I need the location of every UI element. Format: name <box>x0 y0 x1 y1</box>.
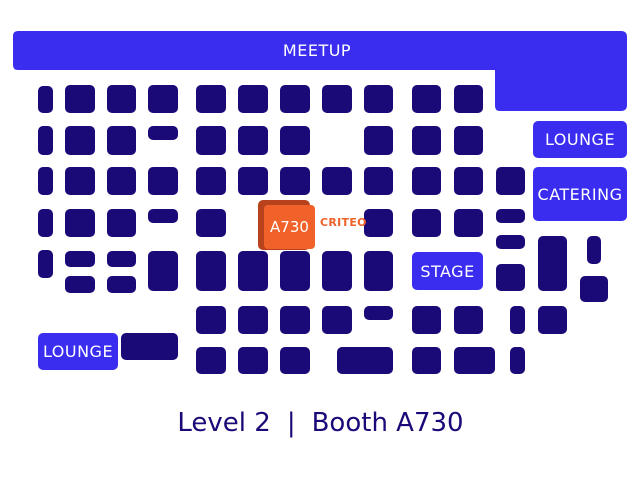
meetup-label: MEETUP <box>282 41 352 60</box>
booth[interactable] <box>107 209 136 237</box>
booth[interactable] <box>148 251 178 291</box>
booth[interactable] <box>38 209 53 237</box>
highlighted-booth[interactable]: A730 <box>258 200 315 250</box>
booth[interactable] <box>238 126 268 155</box>
booth[interactable] <box>364 251 393 291</box>
booth[interactable] <box>107 276 136 293</box>
booth[interactable] <box>538 236 567 291</box>
booth[interactable] <box>280 347 310 374</box>
booth[interactable] <box>196 85 226 113</box>
booth[interactable] <box>496 209 525 223</box>
booth[interactable] <box>238 347 268 374</box>
booth[interactable] <box>412 126 441 155</box>
booth[interactable] <box>107 126 136 155</box>
booth[interactable] <box>454 347 495 374</box>
booth[interactable] <box>65 126 95 155</box>
booth[interactable] <box>538 306 567 334</box>
booth[interactable] <box>65 209 95 237</box>
booth[interactable] <box>148 126 178 140</box>
booth[interactable] <box>454 306 483 334</box>
booth[interactable] <box>121 333 178 360</box>
booth[interactable] <box>412 306 441 334</box>
catering-zone[interactable]: CATERING <box>533 167 627 221</box>
booth[interactable] <box>196 167 226 195</box>
booth[interactable] <box>454 209 483 237</box>
separator: | <box>286 408 296 438</box>
booth[interactable] <box>38 250 53 278</box>
booth[interactable] <box>364 85 393 113</box>
booth[interactable] <box>454 167 483 195</box>
lounge-zone-left[interactable]: LOUNGE <box>38 333 118 370</box>
booth[interactable] <box>196 347 226 374</box>
criteo-logo: CRITEO <box>320 216 367 229</box>
booth[interactable] <box>107 251 136 267</box>
booth[interactable] <box>322 251 352 291</box>
booth[interactable] <box>65 251 95 267</box>
booth[interactable] <box>412 347 441 374</box>
booth[interactable] <box>280 167 310 195</box>
booth[interactable] <box>364 126 393 155</box>
booth[interactable] <box>280 85 310 113</box>
booth[interactable] <box>280 126 310 155</box>
booth[interactable] <box>280 306 310 334</box>
booth[interactable] <box>364 209 393 237</box>
booth[interactable] <box>496 264 525 291</box>
booth[interactable] <box>148 85 178 113</box>
lounge-zone-right[interactable]: LOUNGE <box>533 121 627 158</box>
booth[interactable] <box>196 251 226 291</box>
booth[interactable] <box>412 209 441 237</box>
booth[interactable] <box>322 167 352 195</box>
booth[interactable] <box>38 86 53 113</box>
booth[interactable] <box>322 85 352 113</box>
booth[interactable] <box>148 167 178 195</box>
booth-number: Booth A730 <box>311 408 464 438</box>
level-label: Level 2 <box>177 408 271 438</box>
booth[interactable] <box>238 306 268 334</box>
booth[interactable] <box>196 209 226 237</box>
booth-label: A730 <box>264 205 315 249</box>
booth[interactable] <box>580 276 608 302</box>
booth[interactable] <box>38 126 53 155</box>
footer-caption: Level 2 | Booth A730 <box>0 408 641 438</box>
booth[interactable] <box>510 347 525 374</box>
booth[interactable] <box>107 167 136 195</box>
booth[interactable] <box>238 167 268 195</box>
booth[interactable] <box>65 167 95 195</box>
booth[interactable] <box>107 85 136 113</box>
booth[interactable] <box>322 306 352 334</box>
booth[interactable] <box>280 251 310 291</box>
booth[interactable] <box>65 85 95 113</box>
booth[interactable] <box>238 85 268 113</box>
booth[interactable] <box>196 306 226 334</box>
booth[interactable] <box>496 235 525 249</box>
booth[interactable] <box>454 126 483 155</box>
booth[interactable] <box>65 276 95 293</box>
booth[interactable] <box>412 167 441 195</box>
booth[interactable] <box>587 236 601 264</box>
stage-zone[interactable]: STAGE <box>412 252 483 290</box>
booth[interactable] <box>412 85 441 113</box>
booth[interactable] <box>337 347 393 374</box>
booth[interactable] <box>364 167 393 195</box>
booth[interactable] <box>510 306 525 334</box>
booth[interactable] <box>454 85 483 113</box>
booth[interactable] <box>196 126 226 155</box>
booth[interactable] <box>148 209 178 223</box>
booth[interactable] <box>496 167 525 195</box>
booth[interactable] <box>364 306 393 320</box>
booth[interactable] <box>38 167 53 195</box>
booth[interactable] <box>238 251 268 291</box>
